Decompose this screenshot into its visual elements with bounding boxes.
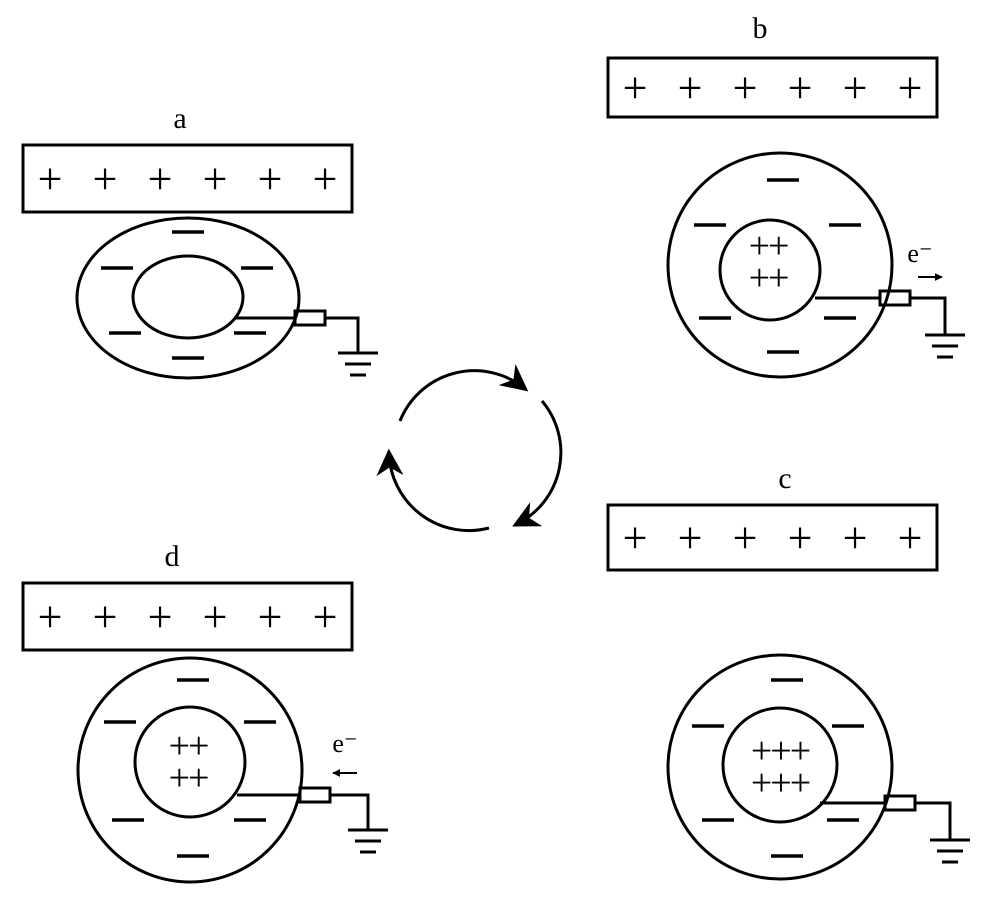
plate-plus-charge: + [203, 155, 228, 204]
panel-label: d [165, 540, 180, 573]
inner-plus-charges: ++ [749, 225, 788, 267]
plate-plus-charge: + [148, 593, 173, 642]
plate-plus-charge: + [733, 514, 758, 563]
inner-plus-charges: +++ [751, 730, 810, 772]
inner-conductor [133, 705, 247, 819]
inner-conductor [131, 254, 245, 340]
outer-conductor [75, 216, 301, 380]
panel-d: d++++++——————++++e⁻ [21, 540, 388, 884]
wire [325, 316, 360, 353]
electron-label: e⁻ [332, 729, 357, 758]
cycle-arrows [376, 364, 563, 533]
plate-plus-charge: + [898, 514, 923, 563]
plate-plus-charge: + [203, 593, 228, 642]
resistor [293, 309, 327, 327]
wire [910, 296, 947, 335]
charged-plate [606, 503, 939, 572]
plate-plus-charge: + [93, 155, 118, 204]
panel-label: c [778, 462, 791, 495]
plate-plus-charge: + [38, 593, 63, 642]
resistor [883, 794, 917, 812]
plate-plus-charge: + [843, 64, 868, 113]
arrow-a-to-b [398, 364, 529, 422]
panel-label: a [173, 102, 186, 135]
wire [915, 801, 952, 840]
inner-plus-charges: ++ [749, 257, 788, 299]
plate-plus-charge: + [313, 155, 338, 204]
charged-plate [21, 581, 354, 652]
arrow-c-to-d [376, 448, 490, 533]
plate-plus-charge: + [623, 64, 648, 113]
plate-plus-charge: + [733, 64, 758, 113]
charged-plate [21, 143, 354, 214]
resistor [298, 786, 332, 804]
charged-plate [606, 56, 939, 119]
outer-conductor [666, 653, 894, 881]
inner-conductor [718, 218, 822, 322]
inner-plus-charges: +++ [751, 762, 810, 804]
electron-label: e⁻ [907, 239, 932, 268]
panel-b: b++++++——————++++e⁻ [606, 12, 965, 379]
panel-label: b [753, 12, 768, 45]
panel-a: a++++++—————— [21, 102, 378, 380]
plate-plus-charge: + [148, 155, 173, 204]
outer-conductor [76, 656, 304, 884]
outer-conductor [666, 151, 894, 379]
inner-plus-charges: ++ [169, 725, 208, 767]
plate-plus-charge: + [898, 64, 923, 113]
plate-plus-charge: + [258, 155, 283, 204]
plate-plus-charge: + [38, 155, 63, 204]
inner-conductor [721, 706, 839, 824]
plate-plus-charge: + [93, 593, 118, 642]
plate-plus-charge: + [788, 514, 813, 563]
inner-plus-charges: ++ [169, 757, 208, 799]
plate-plus-charge: + [678, 64, 703, 113]
wire [330, 793, 370, 830]
plate-plus-charge: + [788, 64, 813, 113]
plate-plus-charge: + [258, 593, 283, 642]
arrow-b-to-c [512, 400, 563, 527]
plate-plus-charge: + [313, 593, 338, 642]
plate-plus-charge: + [623, 514, 648, 563]
plate-plus-charge: + [843, 514, 868, 563]
panel-c: c++++++——————++++++ [606, 462, 970, 881]
plate-plus-charge: + [678, 514, 703, 563]
